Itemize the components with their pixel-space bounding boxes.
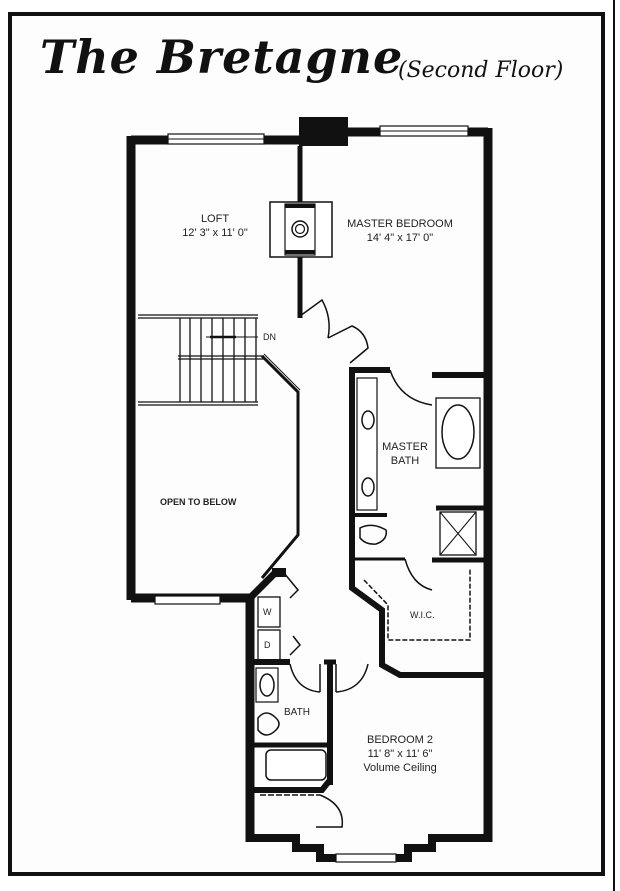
room-bedroom2: BEDROOM 2 11' 8" x 11' 6" Volume Ceiling	[350, 733, 450, 775]
room-master-bedroom: MASTER BEDROOM 14' 4" x 17' 0"	[335, 217, 465, 245]
master-bath-door	[389, 369, 433, 406]
washer-label: W	[263, 607, 272, 617]
window-open	[154, 595, 221, 605]
washer	[257, 596, 281, 628]
master-door	[299, 298, 330, 339]
bedroom2-note: Volume Ceiling	[363, 762, 437, 774]
master-bedroom-label: MASTER BEDROOM	[347, 218, 453, 230]
wic-wall	[349, 575, 488, 678]
toilet	[257, 712, 280, 736]
vanity	[356, 377, 378, 511]
master-toilet	[359, 524, 388, 545]
window-bedroom2	[335, 853, 397, 863]
stairs-down-label: DN	[263, 332, 276, 342]
staircase	[138, 314, 264, 406]
master-bath-label-1: MASTER	[382, 441, 428, 453]
room-loft: LOFT 12' 3" x 11' 0"	[155, 212, 275, 240]
page-subtitle: (Second Floor)	[398, 58, 564, 83]
loft-dims: 12' 3" x 11' 0"	[182, 227, 248, 239]
bedroom2-dims: 11' 8" x 11' 6"	[367, 748, 433, 760]
page-frame	[8, 12, 605, 876]
master-bedroom-dims: 14' 4" x 17' 0"	[366, 232, 434, 244]
bedroom2-label: BEDROOM 2	[366, 734, 433, 746]
railing	[260, 354, 300, 579]
bath-door	[289, 663, 321, 693]
open-to-below-label: OPEN TO BELOW	[160, 497, 237, 507]
chimney	[299, 117, 348, 146]
page-title: The Bretagne	[40, 30, 404, 84]
master-tub	[435, 397, 481, 469]
master-bath-label-2: BATH	[390, 455, 420, 467]
bath-label: BATH	[284, 707, 310, 718]
scan-edge	[613, 0, 615, 891]
bedroom2-door	[335, 663, 369, 693]
bathtub	[265, 749, 327, 781]
loft-label: LOFT	[200, 213, 230, 225]
dryer-label: D	[264, 640, 271, 650]
wic-label: W.I.C.	[410, 610, 435, 620]
room-master-bath: MASTER BATH	[380, 440, 430, 468]
